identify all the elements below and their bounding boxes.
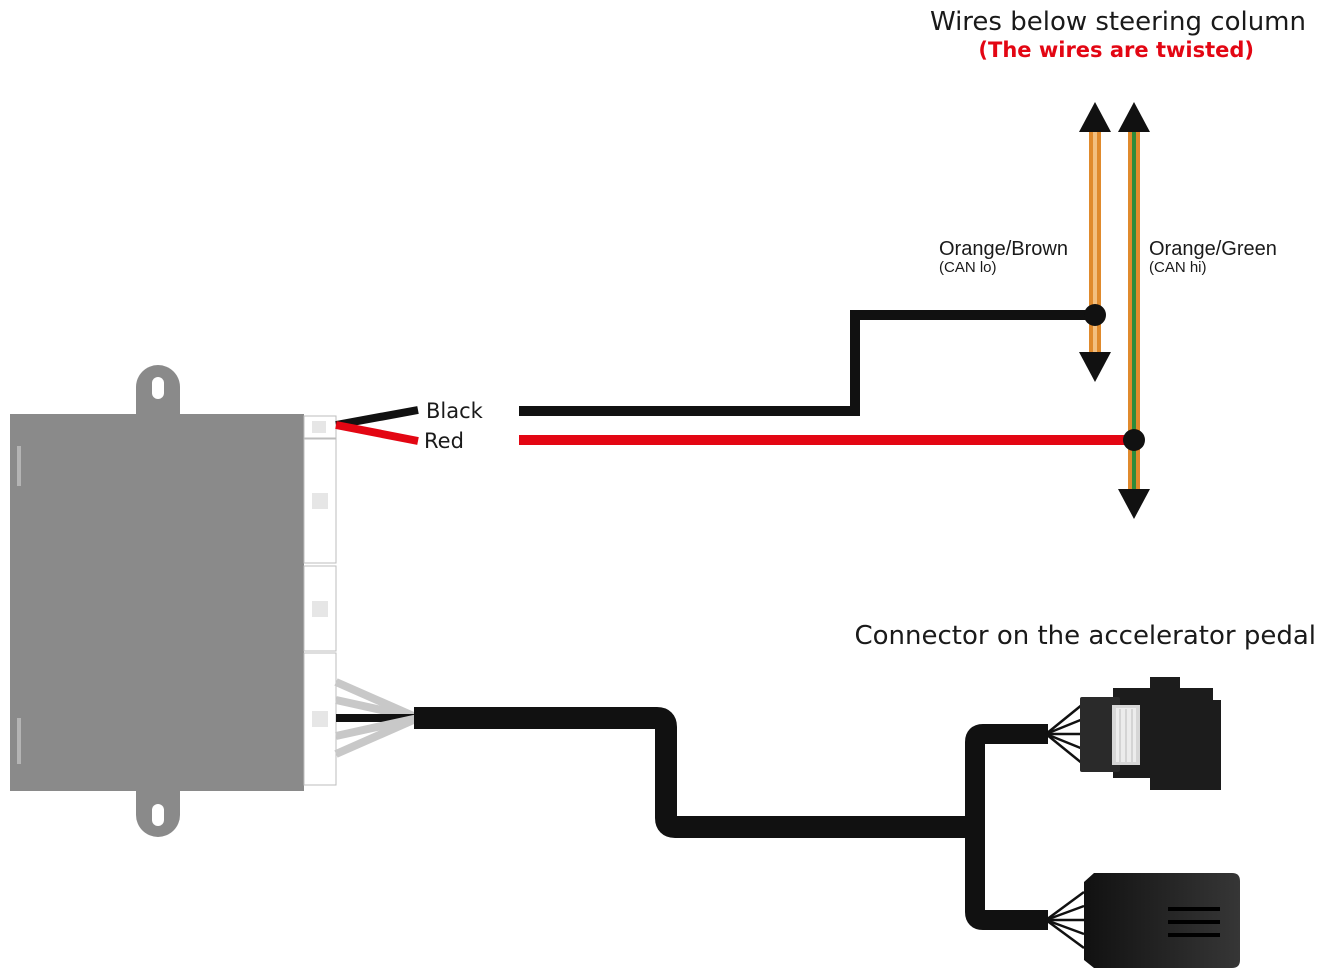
red-lead-stub bbox=[335, 421, 419, 445]
control-module bbox=[10, 365, 337, 837]
module-highlight-top bbox=[17, 446, 21, 486]
can-hi-wire bbox=[1118, 102, 1150, 519]
module-socket-1-pin bbox=[312, 421, 326, 433]
module-highlight-bottom bbox=[17, 718, 21, 764]
can-hi-arrow-up bbox=[1118, 102, 1150, 132]
label-can-lo: (CAN lo) bbox=[939, 259, 997, 276]
label-can-hi: (CAN hi) bbox=[1149, 259, 1207, 276]
module-socket-4-pin bbox=[312, 711, 328, 727]
can-wires bbox=[1079, 102, 1150, 519]
upper-connector-wires bbox=[1045, 703, 1084, 765]
can-lo-arrow-up bbox=[1079, 102, 1111, 132]
pedal-connector-female bbox=[1080, 677, 1221, 790]
can-lo-junction bbox=[1084, 304, 1106, 326]
harness-fan-5 bbox=[334, 714, 420, 758]
pedal-connector-title: Connector on the accelerator pedal bbox=[854, 621, 1316, 651]
power-leads bbox=[335, 310, 1134, 445]
can-hi-arrow-down bbox=[1118, 489, 1150, 519]
label-black: Black bbox=[426, 399, 484, 423]
black-wire bbox=[519, 310, 1095, 416]
harness-branch-upper bbox=[965, 724, 1048, 827]
harness-main-cable bbox=[414, 707, 975, 838]
harness-branch-lower bbox=[965, 827, 1048, 930]
module-socket-3-pin bbox=[312, 601, 328, 617]
module-socket-2-pin bbox=[312, 493, 328, 509]
black-lead-stub bbox=[335, 406, 419, 429]
module-body bbox=[10, 414, 304, 791]
pedal-harness bbox=[334, 678, 1085, 950]
label-orange-green: Orange/Green bbox=[1149, 238, 1277, 260]
can-lo-arrow-down bbox=[1079, 352, 1111, 382]
twisted-note: (The wires are twisted) bbox=[978, 38, 1254, 62]
mounting-tab-top-hole bbox=[152, 377, 164, 399]
label-orange-brown: Orange/Brown bbox=[939, 238, 1068, 260]
label-red: Red bbox=[424, 429, 464, 453]
steering-column-title: Wires below steering column bbox=[930, 7, 1306, 37]
can-lo-wire bbox=[1079, 102, 1111, 382]
mounting-tab-bottom-hole bbox=[152, 804, 164, 826]
pedal-connector-male bbox=[1084, 873, 1240, 968]
can-hi-junction bbox=[1123, 429, 1145, 451]
lower-connector-wires bbox=[1045, 890, 1085, 950]
